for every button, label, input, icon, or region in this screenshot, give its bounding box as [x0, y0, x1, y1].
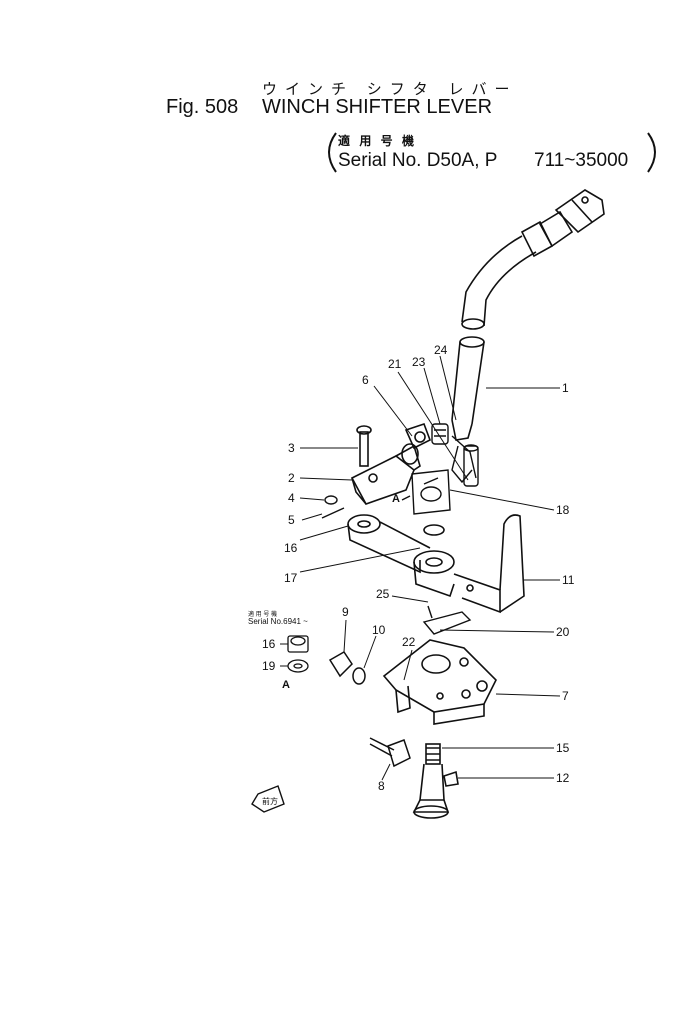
callout-20: 20: [556, 625, 570, 639]
callout-18: 18: [556, 503, 570, 517]
detail-a-box: [401, 469, 451, 515]
yoke: [350, 422, 432, 505]
callout-16: 16: [284, 541, 298, 555]
callout-2: 2: [288, 471, 295, 485]
direction-tag-text: 前方: [262, 796, 278, 806]
leader-lines: [280, 355, 561, 781]
callout-11: 11: [562, 573, 575, 587]
serial-bracket-left: [328, 132, 337, 173]
shifter-arm: [347, 514, 525, 614]
callout-24: 24: [434, 343, 448, 357]
callout-12: 12: [556, 771, 570, 785]
callout-19-inset: 19: [262, 659, 276, 673]
bolt: [369, 737, 411, 768]
callout-15: 15: [556, 741, 570, 755]
washer-cotter: [321, 495, 345, 519]
callout-8: 8: [378, 779, 385, 793]
callout-7: 7: [562, 689, 569, 703]
callout-9: 9: [342, 605, 349, 619]
page-title: WINCH SHIFTER LEVER: [262, 96, 493, 118]
callout-25: 25: [376, 587, 390, 601]
japanese-title: ウインチ シフタ レバー: [262, 80, 518, 98]
serial-range: 711~35000: [534, 150, 629, 171]
inset-detail-label: A: [282, 679, 290, 691]
serial-japanese: 適 用 号 機: [338, 134, 418, 148]
serial-bracket-right: [647, 132, 656, 173]
callout-3: 3: [288, 441, 295, 455]
lever-upper: [451, 189, 605, 441]
callout-10: 10: [372, 623, 386, 637]
inset-serial-text: Serial No.6941 ~: [248, 617, 308, 626]
callout-4: 4: [288, 491, 295, 505]
callout-6: 6: [362, 373, 369, 387]
callout-1: 1: [562, 381, 569, 395]
callout-23: 23: [412, 355, 426, 369]
detent-plate: [422, 605, 472, 635]
callout-17: 17: [284, 571, 298, 585]
inset-detail: [287, 635, 309, 673]
direction-tag: [251, 785, 285, 813]
bracket: [382, 639, 497, 725]
callout-16-inset: 16: [262, 637, 276, 651]
callout-21: 21: [388, 357, 402, 371]
nut-washer: [328, 651, 366, 685]
serial-text: Serial No. D50A, P: [338, 150, 498, 171]
callout-5: 5: [288, 513, 295, 527]
inset-serial-jp: 適 用 号 機: [248, 610, 277, 618]
fig-label: Fig. 508: [166, 96, 239, 118]
shaft: [412, 743, 459, 819]
detail-ref-label: A: [392, 493, 400, 505]
callout-22: 22: [402, 635, 416, 649]
